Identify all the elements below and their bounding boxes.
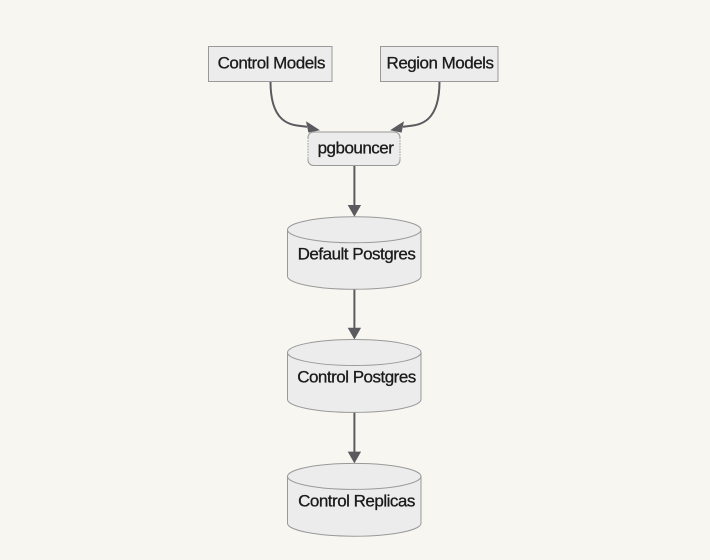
svg-text:Control Postgres: Control Postgres: [297, 368, 416, 387]
svg-text:Control Replicas: Control Replicas: [298, 491, 415, 510]
svg-text:pgbouncer: pgbouncer: [318, 139, 395, 158]
svg-text:Region Models: Region Models: [387, 53, 494, 72]
svg-text:Control Models: Control Models: [218, 53, 325, 72]
svg-text:Default Postgres: Default Postgres: [298, 245, 416, 264]
